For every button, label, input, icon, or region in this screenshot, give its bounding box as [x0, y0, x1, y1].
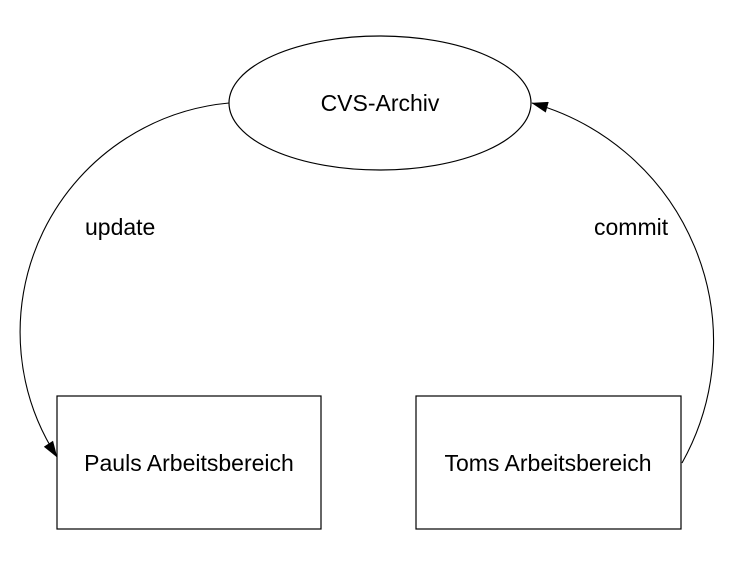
cvs-archive-label: CVS-Archiv — [321, 90, 440, 116]
cvs-archive-node — [228, 35, 532, 171]
update-edge-label: update — [85, 214, 155, 240]
pauls-workspace-node — [56, 395, 322, 530]
toms-workspace-label: Toms Arbeitsbereich — [444, 450, 651, 476]
commit-edge-label: commit — [594, 214, 669, 240]
commit-edge-arrow — [531, 101, 715, 464]
pauls-workspace-label: Pauls Arbeitsbereich — [84, 450, 294, 476]
update-edge-arrow — [19, 102, 230, 458]
toms-workspace-node — [415, 395, 682, 530]
